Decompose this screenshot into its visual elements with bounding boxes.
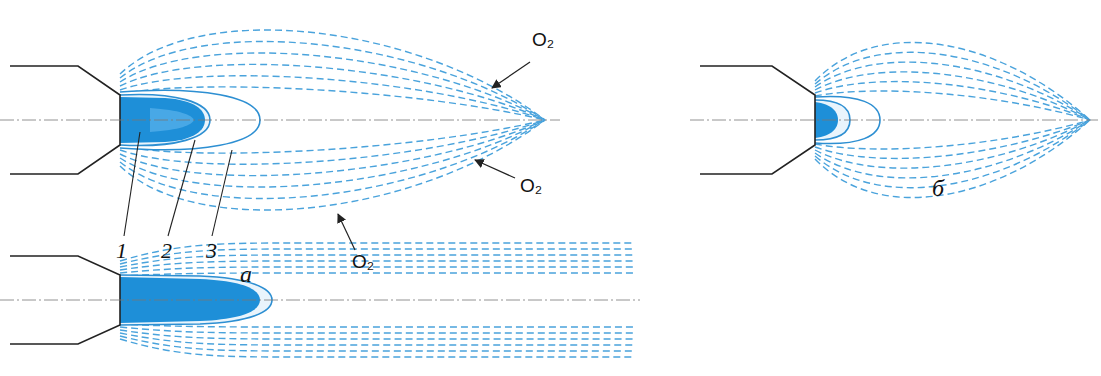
- callout-number: 3: [206, 240, 217, 262]
- axis-line: [0, 300, 640, 301]
- flame-stream-line: [120, 261, 635, 270]
- flame-stream-line: [120, 267, 635, 273]
- flame-stream-line: [120, 330, 635, 339]
- axis-line: [690, 120, 1098, 121]
- flame-stream-line: [120, 339, 635, 357]
- oxygen-label: O₂: [352, 252, 374, 271]
- axis-line: [0, 120, 560, 121]
- figure-letter: а: [240, 262, 252, 286]
- oxygen-arrow: [338, 214, 355, 250]
- flame-stream-line: [120, 243, 635, 261]
- oxygen-arrow: [475, 160, 515, 178]
- callout-number: 1: [116, 240, 127, 262]
- flame-stream-line: [120, 336, 635, 351]
- flame-stream-line: [120, 333, 635, 345]
- leader-line: [124, 132, 140, 236]
- oxygen-arrow: [492, 62, 530, 88]
- flame-stream-line: [120, 255, 635, 267]
- leader-line: [168, 140, 195, 236]
- leader-line: [212, 150, 232, 236]
- oxygen-label: O₂: [520, 176, 542, 195]
- flame-stream-line: [120, 327, 635, 333]
- oxygen-label: O₂: [532, 30, 554, 49]
- figure-letter: б: [932, 176, 944, 200]
- flame-stream-line: [120, 249, 635, 264]
- callout-number: 2: [161, 240, 172, 262]
